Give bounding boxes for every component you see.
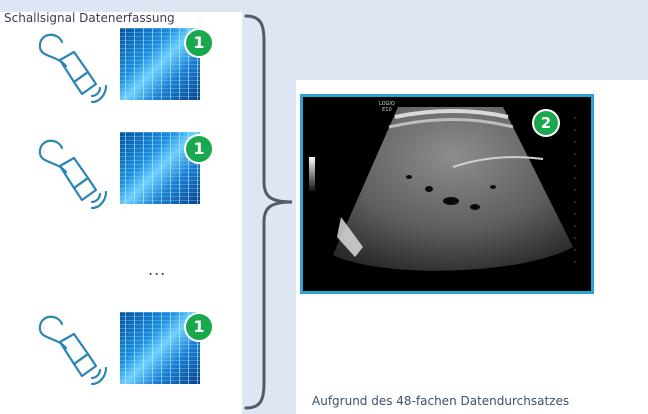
step-badge: 1 [184,134,214,164]
bottom-caption: Aufgrund des 48-fachen Datendurchsatzes [312,394,569,408]
curly-brace [240,12,296,412]
step-badge-2: 2 [532,109,560,137]
ellipsis: ... [148,260,166,279]
ultrasound-image: LOGIQ E10 2 [300,94,594,294]
step-badge: 1 [184,312,214,342]
ultrasound-probe-icon [30,130,108,212]
device-label-line2: E10 [379,107,395,113]
title-caption: Schallsignal Datenerfassung [4,11,175,25]
device-label: LOGIQ E10 [379,101,395,113]
ultrasound-probe-icon [30,306,108,388]
ultrasound-probe-icon [30,24,108,106]
step-badge: 1 [184,28,214,58]
